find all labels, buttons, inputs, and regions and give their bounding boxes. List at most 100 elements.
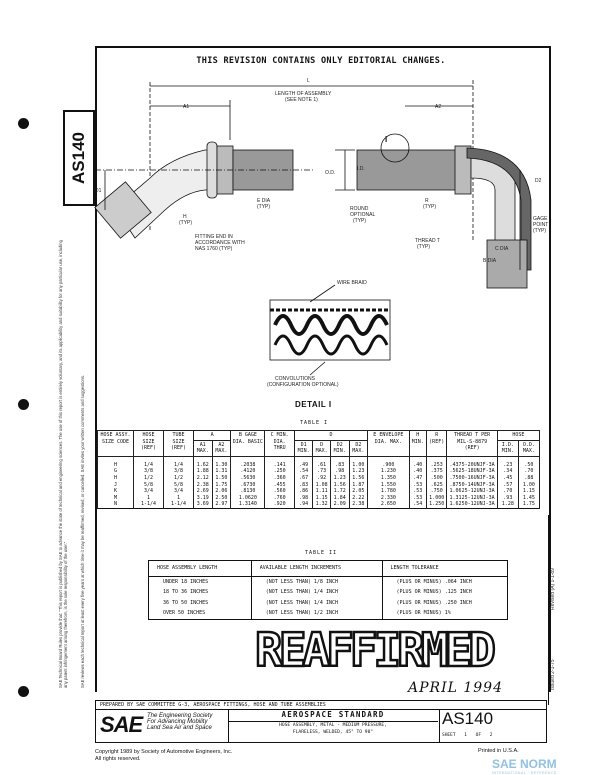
table-cell: 3/4 [132, 488, 164, 495]
table-cell: (NOT LESS THAN) 1/2 INCH [250, 608, 383, 619]
dim-ID: I.D. [357, 166, 365, 172]
th-increments: AVAILABLE LENGTH INCREMENTS [250, 560, 383, 577]
dim-A2: A2 [435, 104, 441, 110]
th-code: HOSE ASSY. SIZE CODE [97, 430, 134, 457]
table-cell: .73 [312, 468, 331, 475]
table-cell: .8750-14UNJF-3A [446, 481, 498, 489]
typ-label: (TYP) [533, 228, 546, 234]
table-row: UNDER 18 INCHES(NOT LESS THAN) 1/8 INCH(… [148, 576, 508, 587]
table-cell: (PLUS OR MINUS) .064 INCH [381, 576, 508, 587]
table-cell: .40 [408, 456, 427, 469]
table-cell: (NOT LESS THAN) 1/4 INCH [250, 597, 383, 608]
table-cell: .70 [496, 488, 519, 495]
binder-hole [18, 118, 29, 129]
table-cell: 1.50 [211, 474, 232, 482]
detail-title: DETAIL I [295, 400, 332, 409]
table-cell: 2.09 [329, 501, 350, 509]
dim-D1: D1 [95, 188, 102, 194]
table-cell: 1.30 [211, 456, 232, 469]
table-cell: .40 [408, 468, 427, 475]
table-cell: .98 [293, 494, 314, 502]
th-D2max: D2 MAX. [348, 439, 369, 457]
table-cell: .250 [264, 468, 295, 475]
table-cell: .23 [496, 456, 519, 469]
copyright-line: All rights reserved. [95, 756, 141, 762]
table-cell: J [97, 481, 134, 489]
table-cell: 2.650 [367, 501, 410, 509]
fitting-note: NAS 1760 (TYP) [195, 246, 233, 252]
th-length: HOSE ASSEMBLY LENGTH [148, 560, 252, 577]
table-cell: 1.56 [348, 474, 369, 482]
th-id: I.D. MIN. [496, 439, 519, 457]
table-cell: .92 [312, 474, 331, 482]
tagline-line: The Engineering Society [147, 713, 213, 719]
table-cell: 1.15 [517, 488, 541, 495]
th-Dmax: D MAX. [312, 439, 331, 457]
table-cell: .625 [425, 481, 448, 489]
table-cell: 2.05 [348, 488, 369, 495]
table-cell: 5/8 [132, 481, 164, 489]
table-cell: M [97, 494, 134, 502]
table-cell: 2.38 [192, 481, 213, 489]
table-cell: 1.75 [517, 501, 541, 509]
dim-L: L [307, 78, 310, 84]
prepared-by: PREPARED BY SAE COMMITTEE G-3, AEROSPACE… [95, 700, 547, 709]
hose-assembly-drawing: L LENGTH OF ASSEMBLY (SEE NOTE 1) A1 A2 … [94, 78, 548, 388]
table-cell: 1.000 [425, 494, 448, 502]
gage-note: POINT [533, 222, 548, 228]
table-cell: .57 [496, 481, 519, 489]
table-cell: 3/4 [162, 488, 194, 495]
round-note: OPTIONAL [350, 212, 376, 218]
dim-A1: A1 [183, 104, 189, 110]
table2: HOSE ASSEMBLY LENGTH AVAILABLE LENGTH IN… [148, 560, 508, 620]
printed-in: Printed in U.S.A. [478, 748, 519, 754]
table-cell: .4120 [230, 468, 266, 475]
table-cell: .4375-20UNJF-3A [446, 456, 498, 469]
dim-OD: O.D. [325, 170, 335, 176]
margin-notice: SAE Technical Board Rules provide that: … [58, 240, 68, 688]
th-B: B GAGE DIA. BASIC [230, 430, 266, 457]
th-D: D [293, 430, 369, 441]
typ-label: (TYP) [353, 218, 366, 224]
table-cell: .6730 [230, 481, 266, 489]
table-cell: .47 [408, 474, 427, 482]
table-cell: .94 [293, 501, 314, 509]
table-cell: 1.72 [329, 488, 350, 495]
sheet-number: SHEET 1 OF 2 [442, 733, 493, 738]
fitting-note: FITTING END IN [195, 234, 233, 240]
th-tube: TUBE SIZE (REF) [162, 430, 194, 457]
round-note: ROUND [350, 206, 369, 212]
table-cell: 1-1/4 [162, 501, 194, 509]
copyright-line: Copyright 1989 by Society of Automotive … [95, 749, 233, 755]
table-cell: (PLUS OR MINUS) .250 INCH [381, 597, 508, 608]
tagline-line: For Advancing Mobility [147, 719, 208, 726]
binder-hole [18, 686, 29, 697]
table-cell: 1.84 [329, 494, 350, 502]
table-cell: .61 [312, 456, 331, 469]
table-cell: 1/4 [162, 456, 194, 469]
table-cell: 1.6250-12UNJ-3A [446, 501, 498, 509]
table-cell: .375 [425, 468, 448, 475]
reaffirmed-stamp: REAFFIRMED [254, 623, 497, 677]
th-D2min: D2 MIN. [329, 439, 350, 457]
table-cell: 1.28 [496, 501, 519, 509]
table-cell: 1.250 [425, 501, 448, 509]
table-cell: .253 [425, 456, 448, 469]
table-cell: .8130 [230, 488, 266, 495]
table-cell: 2.50 [211, 494, 232, 502]
table-cell: (PLUS OR MINUS) .125 INCH [381, 587, 508, 598]
table-cell: 3.19 [192, 494, 213, 502]
title-block-doc-number: AS140 [442, 709, 494, 728]
th-A2: A2 MAX. [211, 439, 232, 457]
subject-line: FLARELESS, WELDED, 45° TO 90° [292, 729, 374, 735]
table-cell: .67 [293, 474, 314, 482]
table-cell: 3/8 [162, 468, 194, 475]
table-cell: 2.38 [348, 501, 369, 509]
typ-label: (TYP) [179, 220, 192, 226]
table-cell: .500 [425, 474, 448, 482]
table-cell: 1.75 [211, 481, 232, 489]
